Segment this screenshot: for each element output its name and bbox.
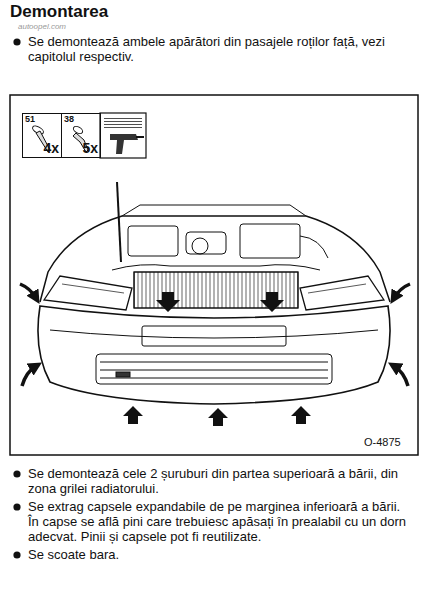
instruction-bullet: Se demontează cele 2 șuruburi din partea… <box>28 466 414 496</box>
part-number: 51 <box>25 114 35 124</box>
screw-icon-cell: 51 4x <box>22 113 62 158</box>
bullet-dot <box>13 38 20 45</box>
instruction-bullet: Se demontează ambele apărători din pasaj… <box>28 34 414 64</box>
bullet-dot <box>13 503 20 510</box>
bullet-dot <box>13 551 20 558</box>
part-number: 38 <box>64 114 74 124</box>
figure-code: O-4875 <box>364 436 401 449</box>
quantity: 4x <box>43 140 59 156</box>
quantity: 5x <box>82 140 98 156</box>
instruction-bullet: Se scoate bara. <box>28 547 414 562</box>
instruction-bullet: Se extrag capsele expandabile de pe marg… <box>28 499 414 544</box>
bullet-dot <box>13 470 20 477</box>
watermark: autoopel.com <box>18 22 66 31</box>
clip-icon-cell: 38 5x <box>61 113 101 158</box>
section-title: Demontarea <box>10 2 108 22</box>
